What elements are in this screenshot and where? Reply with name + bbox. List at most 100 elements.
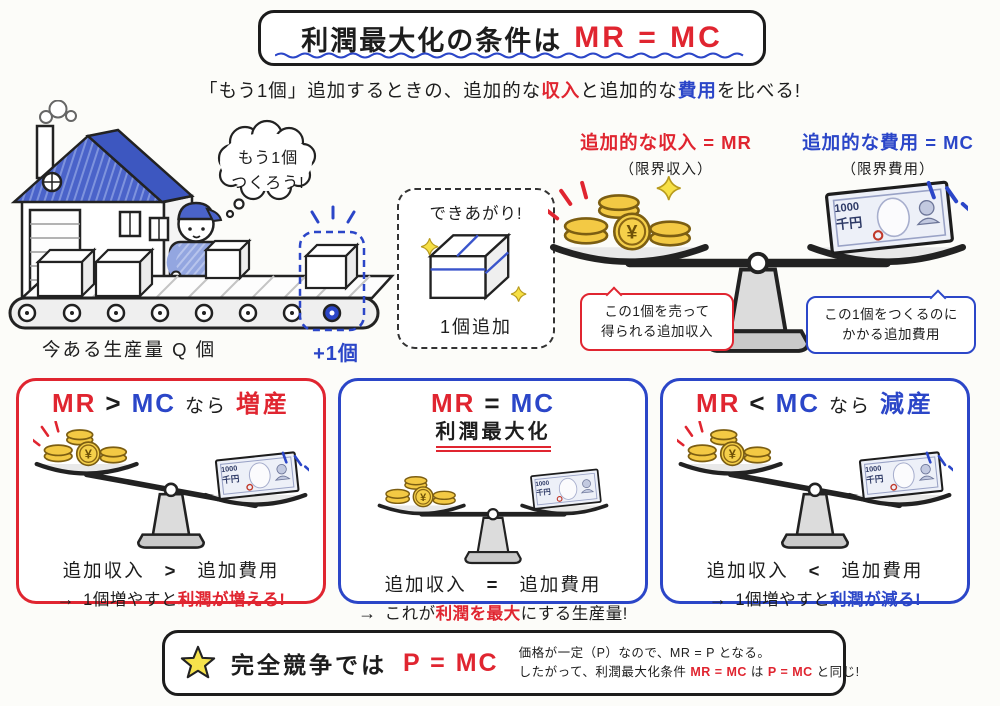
scale-base: [464, 550, 522, 565]
scale-column: [795, 492, 835, 536]
subtitle-cost: 費用: [677, 80, 717, 101]
perfect-competition-note: 完全競争では P = MC 価格が一定（P）なので、MR = P となる。 した…: [162, 630, 859, 696]
footer-formula: P = MC: [403, 648, 499, 677]
comparison-line: 追加収入>追加費用: [62, 560, 280, 581]
revenue-pan: ¥: [677, 421, 783, 476]
sparkle-icon: [656, 176, 681, 201]
profit-maximization-label: 利潤最大化: [435, 420, 551, 452]
thought-line2: つくろう!: [231, 175, 305, 192]
conclusion-line: →1個増やすと利潤が減る!: [708, 589, 922, 609]
plus-one-dashed-outline: [298, 230, 366, 332]
plus-one-label: +1個: [313, 343, 359, 365]
footer-headline: 完全競争では: [231, 652, 387, 678]
title-box: 利潤最大化の条件は MR = MC: [258, 10, 766, 66]
thought-bubble-icon: [217, 119, 317, 219]
emphasis-dashes-icon: [33, 421, 60, 447]
subtitle: 「もう1個」追加するときの、追加的な収入と追加的な費用を比べる!: [0, 77, 1000, 103]
footer-note-line2: したがって、利潤最大化条件 MR = MC は P = MC と同じ!: [518, 665, 860, 679]
revenue-pan: ¥: [548, 176, 709, 265]
emphasis-dashes-icon: [310, 205, 356, 224]
yen-symbol: ¥: [627, 222, 638, 244]
panel-title: MR < MC なら 減産: [695, 388, 935, 418]
scale-pivot: [486, 508, 500, 521]
subtitle-part2: と追加的な: [580, 80, 678, 101]
subtitle-revenue: 収入: [541, 80, 581, 101]
note-kanji: 千円: [222, 472, 241, 485]
title-formula: MR = MC: [574, 21, 723, 54]
sparkle-icon: [510, 286, 527, 302]
conclusion-line: →1個増やすと利潤が増える!: [56, 589, 286, 609]
panel-title: MR > MC なら 増産: [51, 388, 291, 418]
revenue-pan: ¥: [33, 421, 139, 476]
product-cube-icon: [420, 232, 527, 302]
footer-notes: 価格が一定（P）なので、MR = P となる。 したがって、利潤最大化条件 MR…: [519, 644, 860, 682]
emphasis-dashes-icon: [677, 421, 704, 447]
scale-base: [780, 533, 850, 549]
chimney-smoke-icon: [39, 100, 77, 124]
revenue-pan: ¥: [377, 476, 466, 516]
note-denomination: 1000: [865, 463, 882, 474]
yen-symbol: ¥: [420, 492, 427, 504]
emphasis-dashes-icon: [281, 451, 309, 472]
emphasis-dashes-icon: [926, 180, 968, 212]
scale-base: [136, 533, 206, 549]
comparison-line: 追加収入=追加費用: [384, 574, 602, 595]
product-boxes: [35, 238, 360, 299]
marginal-cost-label: 追加的な費用 = MC （限界費用）: [802, 132, 974, 178]
subtitle-part3: を比べる!: [716, 80, 801, 101]
yen-symbol: ¥: [85, 446, 93, 461]
scale-column: [728, 267, 788, 334]
sparkle-icon: [420, 238, 439, 256]
marginal-revenue-label: 追加的な収入 = MR （限界収入）: [580, 132, 752, 178]
conclusion-line: →これが利潤を最大にする生産量!: [358, 603, 628, 623]
cost-bubble: この1個をつくるのに かかる追加費用: [806, 296, 976, 354]
finished-product-box: できあがり! 1個追加: [397, 188, 555, 349]
page-title: 利潤最大化の条件は: [301, 25, 563, 56]
arrow-icon: →: [56, 589, 76, 609]
note-denomination: 1000: [535, 480, 550, 488]
scale-column: [151, 492, 191, 536]
note-kanji: 千円: [835, 214, 863, 233]
emphasis-dashes-icon: [925, 451, 953, 472]
yen-symbol: ¥: [729, 446, 737, 461]
thought-bubble-text: もう1個 つくろう!: [216, 146, 320, 196]
panel-title: MR = MC: [430, 388, 556, 418]
comparison-line: 追加収入<追加費用: [706, 560, 924, 581]
revenue-bubble: この1個を売って 得られる追加収入: [580, 293, 734, 351]
scale-column: [476, 516, 510, 554]
thought-line1: もう1個: [237, 150, 299, 167]
factory-scene-illustration: [8, 100, 395, 332]
star-icon: [180, 645, 216, 679]
finished-caption-top: できあがり!: [429, 205, 523, 223]
note-kanji: 千円: [536, 487, 551, 497]
footer-note-line1: 価格が一定（P）なので、MR = P となる。: [518, 646, 771, 660]
arrow-icon: →: [708, 589, 728, 609]
note-denomination: 1000: [834, 201, 860, 216]
scale-pivot: [807, 482, 823, 498]
finished-caption-bottom: 1個追加: [439, 317, 512, 337]
note-denomination: 1000: [221, 463, 238, 474]
scale-pivot: [746, 251, 770, 275]
arrow-icon: →: [358, 603, 377, 623]
scale-pivot: [163, 482, 179, 498]
note-kanji: 千円: [866, 472, 885, 485]
